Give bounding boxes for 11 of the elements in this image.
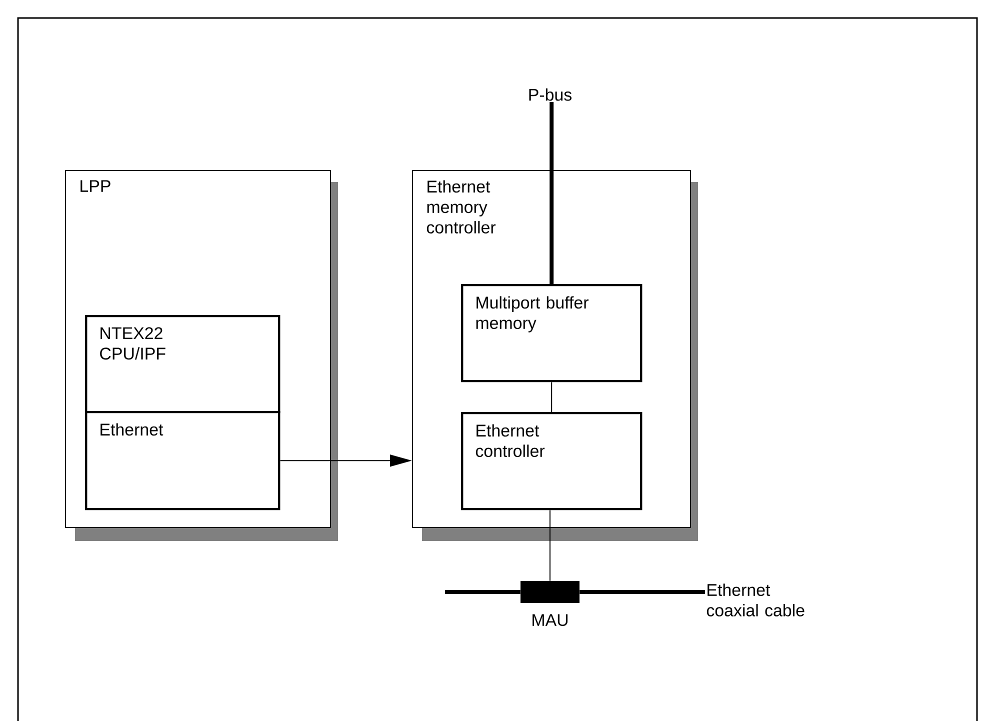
component-box: NTEX22 CPU/IPF (85, 315, 280, 414)
bus-label: Ethernet coaxial cable (706, 584, 804, 616)
connector-unit: MAU (520, 581, 580, 626)
bus-line (550, 102, 554, 284)
component-box: Ethernet controller (461, 412, 642, 510)
component-box: Multiport buffer memory (461, 284, 642, 382)
bus-label: P-bus (529, 88, 572, 101)
connector-line (551, 382, 552, 412)
bus-line (445, 590, 520, 594)
bus-line (580, 590, 705, 594)
component-box: Ethernet (85, 411, 280, 510)
